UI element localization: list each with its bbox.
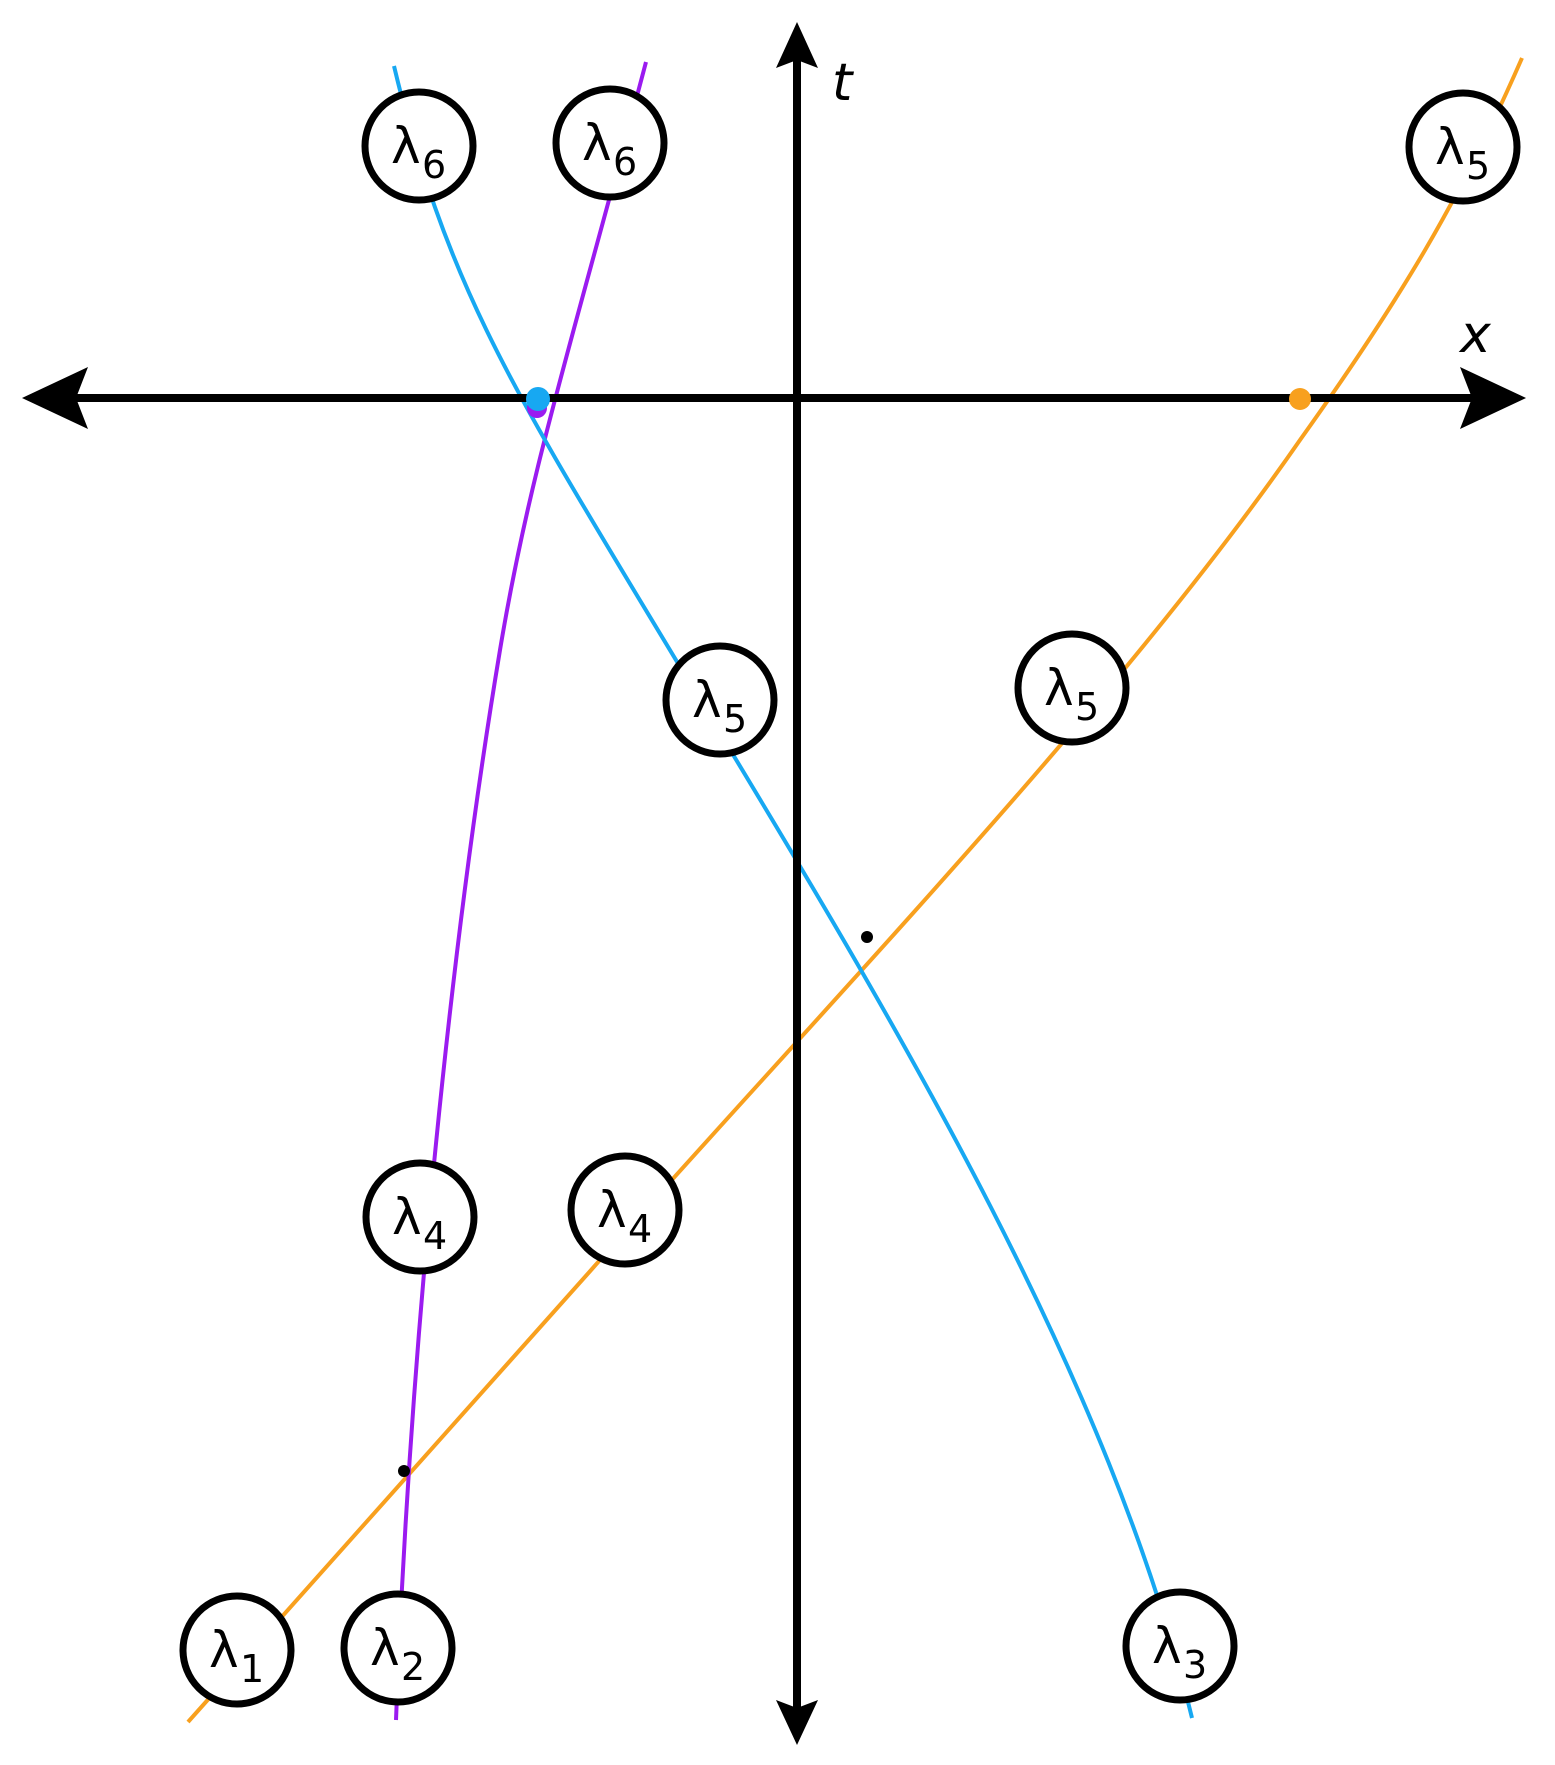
- lambda-6-label-blue: λ 6: [361, 88, 477, 204]
- svg-text:5: 5: [1075, 685, 1099, 729]
- svg-text:6: 6: [422, 143, 446, 187]
- t-axis-label: t: [832, 53, 854, 113]
- svg-text:2: 2: [401, 1645, 425, 1689]
- svg-text:λ: λ: [1435, 118, 1465, 176]
- orange-x-intercept-dot: [1289, 388, 1311, 410]
- svg-text:4: 4: [423, 1214, 447, 1258]
- purple-curve: [394, 61, 648, 1721]
- t-axis-bottom-arrowhead: [776, 1700, 818, 1745]
- svg-text:4: 4: [628, 1207, 652, 1251]
- lambda-2-label: λ 2: [340, 1590, 456, 1706]
- svg-text:3: 3: [1183, 1643, 1207, 1687]
- orange-curve: [186, 57, 1524, 1724]
- orange-blue-crossing-dot: [861, 931, 873, 943]
- svg-text:1: 1: [240, 1647, 264, 1691]
- svg-text:λ: λ: [582, 114, 612, 172]
- x-axis-label: x: [1458, 305, 1492, 365]
- lambda-5-label-orange-mid: λ 5: [1014, 630, 1130, 746]
- svg-text:λ: λ: [370, 1619, 400, 1677]
- axes: x t: [22, 22, 1526, 1745]
- svg-text:λ: λ: [1152, 1617, 1182, 1675]
- lambda-4-label-orange: λ 4: [567, 1152, 683, 1268]
- svg-text:λ: λ: [1044, 659, 1074, 717]
- svg-text:λ: λ: [392, 1188, 422, 1246]
- blue-curve: [392, 65, 1194, 1719]
- lambda-6-label-purple: λ 6: [552, 85, 668, 201]
- x-axis-right-arrowhead: [1460, 367, 1526, 429]
- x-axis-left-arrowhead: [22, 367, 88, 429]
- lambda-5-label-orange-top: λ 5: [1405, 89, 1521, 205]
- svg-text:5: 5: [723, 697, 747, 741]
- svg-text:λ: λ: [391, 117, 421, 175]
- svg-text:λ: λ: [209, 1621, 239, 1679]
- lambda-1-label: λ 1: [179, 1592, 295, 1708]
- svg-text:λ: λ: [692, 671, 722, 729]
- blue-x-intercept-dot: [526, 387, 550, 411]
- lambda-5-label-blue: λ 5: [662, 642, 778, 758]
- svg-text:λ: λ: [597, 1181, 627, 1239]
- lambda-4-label-purple: λ 4: [362, 1159, 478, 1275]
- orange-purple-crossing-dot: [398, 1465, 410, 1477]
- t-axis-top-arrowhead: [776, 22, 818, 68]
- svg-text:6: 6: [613, 140, 637, 184]
- lambda-3-label: λ 3: [1122, 1588, 1238, 1704]
- svg-text:5: 5: [1466, 144, 1490, 188]
